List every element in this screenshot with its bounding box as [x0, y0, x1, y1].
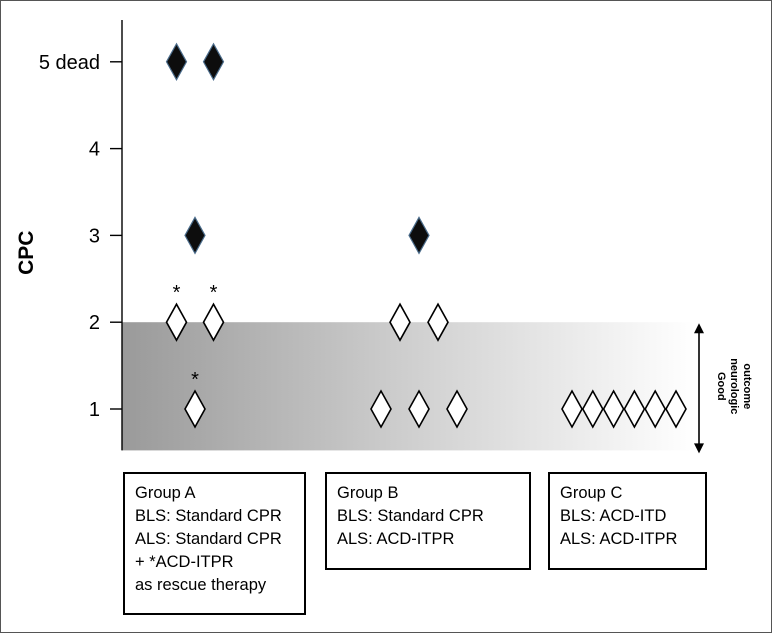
group-b-line-3: ALS: ACD-ITPR	[337, 530, 455, 548]
group-a-line-4: + *ACD-ITPR	[135, 553, 234, 571]
filled-diamond-point	[184, 216, 206, 255]
group-a-line-3: ALS: Standard CPR	[135, 530, 282, 548]
good-outcome-label: neurologic	[728, 358, 740, 414]
open-diamond-point	[184, 389, 206, 429]
asterisk-marker: *	[191, 369, 199, 391]
arrow-down-icon	[694, 443, 704, 454]
good-outcome-label: Good	[715, 372, 727, 401]
filled-diamond-point	[202, 42, 225, 82]
y-tick-label: 4	[89, 139, 100, 161]
group-c-line-3: ALS: ACD-ITPR	[560, 530, 678, 548]
group-b-box: Group B BLS: Standard CPR ALS: ACD-ITPR	[325, 472, 531, 570]
group-c-line-1: Group C	[560, 484, 623, 502]
group-a-line-1: Group A	[135, 484, 196, 502]
group-a-line-5: as rescue therapy	[135, 576, 267, 594]
open-diamond-point	[165, 302, 188, 342]
group-a-box: Group A BLS: Standard CPR ALS: Standard …	[123, 472, 306, 615]
good-outcome-region	[122, 322, 695, 451]
arrow-up-icon	[694, 323, 704, 334]
group-a-line-2: BLS: Standard CPR	[135, 507, 282, 525]
filled-diamond-point	[408, 216, 430, 255]
open-diamond-point	[202, 302, 225, 342]
open-diamond-point	[623, 389, 646, 429]
group-b-line-1: Group B	[337, 484, 399, 502]
open-diamond-point	[446, 389, 468, 429]
open-diamond-point	[561, 389, 583, 429]
y-tick-label: 2	[89, 312, 100, 334]
asterisk-marker: *	[173, 282, 181, 304]
y-tick-label: 3	[89, 225, 100, 247]
group-c-box: Group C BLS: ACD-ITD ALS: ACD-ITPR	[548, 472, 707, 570]
asterisk-marker: *	[210, 282, 218, 304]
open-diamond-point	[370, 389, 392, 429]
group-c-line-2: BLS: ACD-ITD	[560, 507, 667, 525]
y-tick-label: 5 dead	[39, 52, 100, 74]
open-diamond-point	[581, 389, 604, 429]
open-diamond-point	[408, 389, 430, 429]
open-diamond-point	[665, 389, 687, 429]
open-diamond-point	[427, 302, 449, 342]
filled-diamond-point	[165, 42, 188, 82]
group-b-line-2: BLS: Standard CPR	[337, 507, 484, 525]
open-diamond-point	[389, 302, 411, 342]
y-axis-label: CPC	[15, 231, 38, 275]
open-diamond-point	[644, 389, 667, 429]
open-diamond-point	[602, 389, 625, 429]
good-outcome-label: outcome	[741, 363, 753, 409]
y-tick-label: 1	[89, 399, 100, 421]
